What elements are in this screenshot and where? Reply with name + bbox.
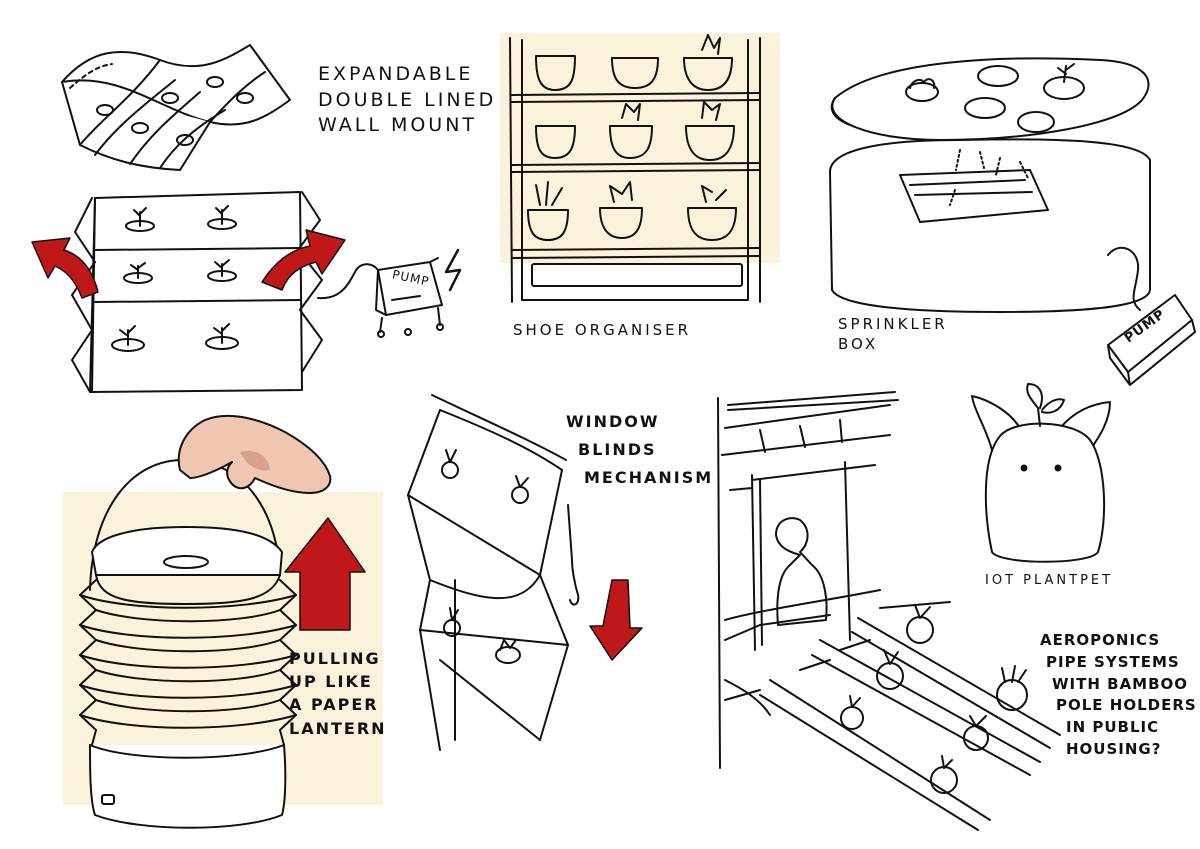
wall-mount-label-line-3: WALL MOUNT bbox=[318, 114, 478, 137]
aeroponics-label: AEROPONICS PIPE SYSTEMS WITH BAMBOO POLE… bbox=[1040, 630, 1197, 761]
wall-mount-label: EXPANDABLE DOUBLE LINED WALL MOUNT bbox=[318, 62, 496, 139]
window-blinds-label-line-3: MECHANISM bbox=[584, 468, 714, 487]
hand-shadow bbox=[240, 450, 270, 471]
pump-cart-small-sketch bbox=[318, 250, 460, 337]
iot-plant-pet-sketch bbox=[972, 384, 1110, 562]
sprinkler-box-label-line-2: BOX bbox=[838, 335, 879, 354]
red-arrow-down-icon bbox=[590, 580, 642, 660]
wall-mount-fabric-sketch bbox=[62, 45, 290, 170]
lantern-label: PULLING UP LIKE A PAPER LANTERN bbox=[289, 647, 387, 740]
shoe-organiser-label: SHOE ORGANISER bbox=[513, 320, 691, 340]
shoe-organiser-sketch bbox=[510, 35, 760, 302]
wall-mount-label-line-1: EXPANDABLE bbox=[318, 63, 474, 85]
lantern-sketch bbox=[80, 460, 296, 828]
aeroponics-label-line-4: POLE HOLDERS bbox=[1056, 696, 1197, 715]
window-blinds-label-line-1: WINDOW bbox=[566, 412, 660, 431]
aeroponics-sketch bbox=[718, 392, 1060, 830]
window-blinds-sketch bbox=[408, 395, 578, 750]
red-arrow-right-icon bbox=[262, 230, 345, 290]
window-blinds-label: WINDOW BLINDS MECHANISM bbox=[566, 408, 713, 492]
sprinkler-box-sketch bbox=[830, 58, 1195, 385]
iot-pet-label: IOT PLANTPET bbox=[985, 572, 1113, 590]
shoe-organiser-background bbox=[500, 33, 780, 263]
aeroponics-label-line-5: IN PUBLIC bbox=[1066, 718, 1160, 736]
red-arrow-up-icon bbox=[285, 518, 365, 630]
red-arrow-left-icon bbox=[32, 238, 98, 298]
aeroponics-label-line-6: HOUSING? bbox=[1066, 739, 1162, 758]
shoe-organiser-label-text: SHOE ORGANISER bbox=[513, 321, 692, 339]
sprinkler-box-label-line-1: SPRINKLER bbox=[838, 315, 948, 333]
aeroponics-label-line-3: WITH BAMBOO bbox=[1052, 674, 1189, 693]
aeroponics-label-line-1: AEROPONICS bbox=[1040, 631, 1161, 649]
lantern-label-line-4: LANTERN bbox=[289, 718, 387, 738]
lantern-label-line-2: UP LIKE bbox=[289, 672, 373, 692]
wall-mount-panel-sketch bbox=[72, 192, 322, 392]
sprinkler-box-label: SPRINKLER BOX bbox=[838, 314, 948, 355]
lantern-label-line-1: PULLING bbox=[289, 649, 381, 668]
aeroponics-label-line-2: PIPE SYSTEMS bbox=[1046, 652, 1180, 671]
iot-pet-label-text: IOT PLANTPET bbox=[985, 573, 1114, 588]
lantern-label-line-3: A PAPER bbox=[289, 695, 379, 715]
wall-mount-label-line-2: DOUBLE LINED bbox=[318, 88, 497, 111]
window-blinds-label-line-2: BLINDS bbox=[578, 440, 657, 459]
